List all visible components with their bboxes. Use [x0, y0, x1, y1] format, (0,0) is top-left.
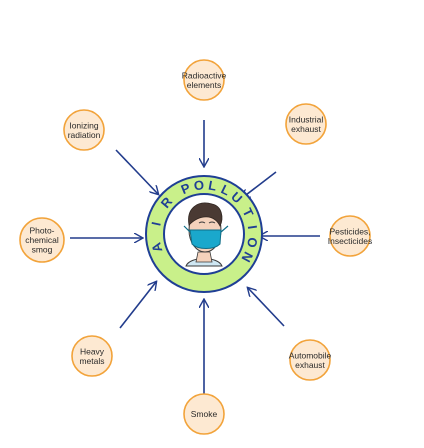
hair	[188, 202, 223, 227]
node-label: exhaust	[295, 360, 325, 370]
node-label: exhaust	[291, 124, 321, 134]
node-circle	[285, 103, 327, 145]
node-pesticides: Pesticides,Insecticides	[328, 215, 372, 257]
node-label: Industrial	[289, 114, 324, 124]
eye	[198, 221, 206, 224]
node-label: Smoke	[191, 409, 218, 419]
arrow-automobile	[248, 288, 285, 327]
eye	[208, 221, 216, 224]
arrows	[70, 120, 320, 396]
ring-letter: O	[244, 236, 261, 249]
node-label: Insecticides	[328, 236, 372, 246]
node-circle	[71, 335, 113, 377]
node-label: Ionizing	[69, 120, 99, 130]
node-label: chemical	[25, 235, 59, 245]
node-circle	[19, 217, 65, 263]
arrow-industrial	[242, 171, 277, 198]
arrow-ionizing	[115, 149, 158, 194]
masked-face-illustration	[183, 202, 229, 267]
arrow-heavy-metals	[119, 282, 156, 329]
mask-strap	[183, 225, 191, 233]
node-label: Photo-	[29, 226, 54, 236]
node-label: metals	[79, 356, 104, 366]
node-circle	[289, 339, 331, 381]
node-label: Heavy	[80, 346, 105, 356]
source-nodes: RadioactiveelementsIndustrialexhaustPest…	[19, 59, 372, 435]
node-circle	[183, 393, 225, 435]
ring-letter: L	[207, 178, 217, 194]
neck	[195, 251, 213, 263]
node-label: Automobile	[289, 350, 332, 360]
node-label: smog	[32, 245, 53, 255]
ring-letter: O	[193, 177, 205, 193]
node-label: radiation	[68, 130, 101, 140]
mask-strap	[220, 225, 229, 233]
ring-letter: I	[148, 220, 163, 227]
node-label: Pesticides,	[329, 226, 370, 236]
ring-letter: I	[245, 224, 260, 230]
node-circle	[329, 215, 371, 257]
node-label: Radioactive	[182, 70, 227, 80]
mask	[189, 229, 222, 249]
node-circle	[63, 109, 105, 151]
node-label: elements	[187, 80, 222, 90]
node-smoke: Smoke	[183, 393, 225, 435]
node-circle	[183, 59, 225, 101]
